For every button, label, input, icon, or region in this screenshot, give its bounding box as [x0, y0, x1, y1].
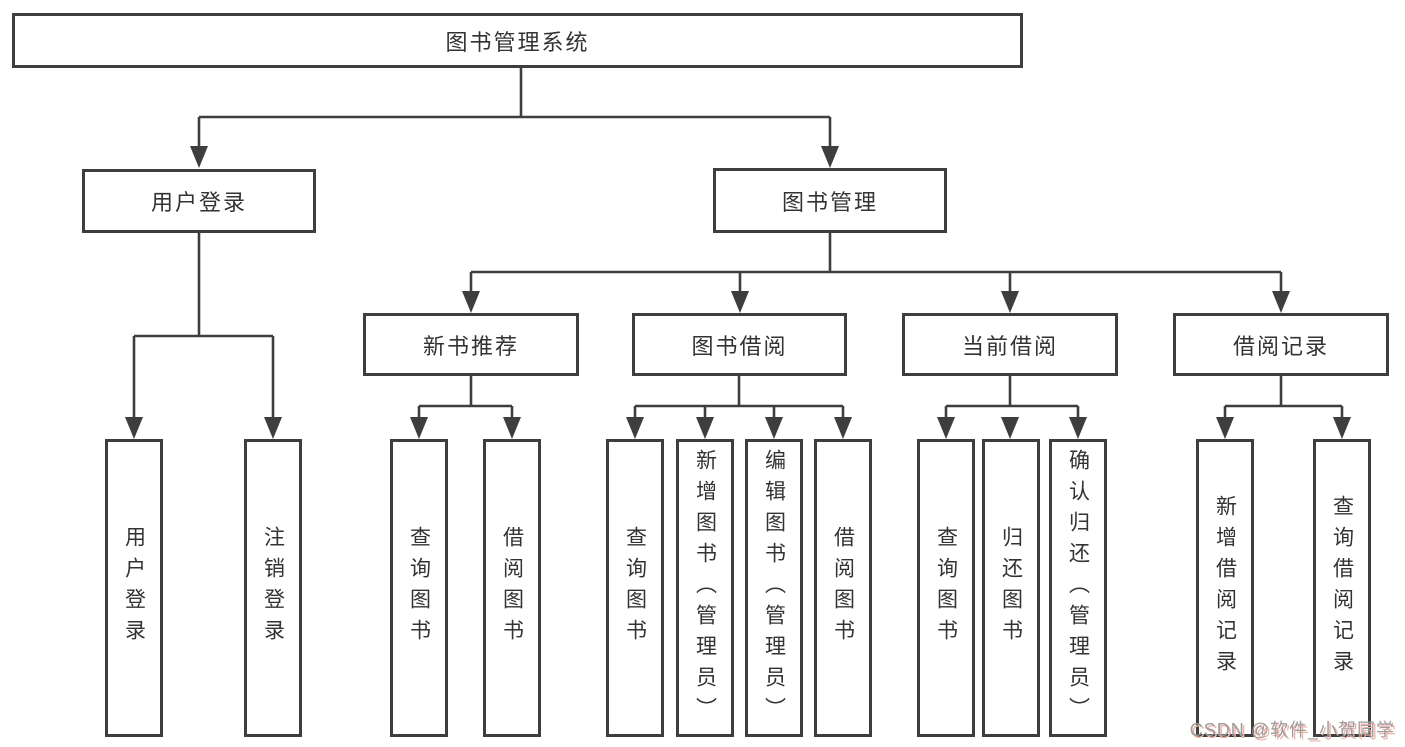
- leaf-current-confirm-return-admin: 确认归还（管理员）: [1049, 439, 1107, 737]
- node-user-login: 用户登录: [82, 169, 316, 233]
- leaf-records-add-record: 新增借阅记录: [1196, 439, 1254, 737]
- leaf-borrow-add-books-admin: 新增图书（管理员）: [676, 439, 734, 737]
- node-label: 借阅图书: [500, 526, 524, 650]
- node-book-management: 图书管理: [713, 168, 947, 233]
- node-book-borrow: 图书借阅: [632, 313, 847, 376]
- leaf-borrow-query-books: 查询图书: [606, 439, 664, 737]
- node-new-book-recommend: 新书推荐: [363, 313, 579, 376]
- arrowheads: [125, 146, 1351, 439]
- node-label: 当前借阅: [961, 333, 1058, 359]
- leaf-recommend-borrow-books: 借阅图书: [483, 439, 541, 737]
- node-label: 查询借阅记录: [1330, 495, 1354, 681]
- csdn-watermark: CSDN @软件_小贺同学: [1189, 720, 1395, 740]
- node-label: 确认归还（管理员）: [1066, 448, 1090, 728]
- node-label: 编辑图书（管理员）: [762, 448, 786, 728]
- node-label: 查询图书: [934, 526, 958, 650]
- node-label: 归还图书: [999, 526, 1023, 650]
- node-label: 查询图书: [407, 526, 431, 650]
- node-label: 用户登录: [150, 190, 247, 215]
- leaf-borrow-edit-books-admin: 编辑图书（管理员）: [745, 439, 803, 737]
- node-label: 注销登录: [261, 526, 285, 650]
- leaf-borrow-borrow-books: 借阅图书: [814, 439, 872, 737]
- node-label: 借阅图书: [831, 526, 855, 650]
- node-label: 图书管理: [781, 189, 878, 215]
- leaf-current-return-books: 归还图书: [982, 439, 1040, 737]
- node-label: 图书管理系统: [445, 29, 590, 55]
- leaf-recommend-query-books: 查询图书: [390, 439, 448, 737]
- connector-stems: [132, 67, 1344, 419]
- node-library-management-system: 图书管理系统: [12, 13, 1023, 68]
- node-borrow-records: 借阅记录: [1173, 313, 1389, 376]
- node-label: 新书推荐: [422, 333, 519, 359]
- node-label: 图书借阅: [691, 333, 788, 359]
- node-label: 用户登录: [122, 526, 146, 650]
- leaf-current-query-books: 查询图书: [917, 439, 975, 737]
- leaf-user-login: 用户登录: [105, 439, 163, 737]
- node-label: 借阅记录: [1232, 333, 1329, 359]
- node-label: 新增借阅记录: [1213, 495, 1237, 681]
- leaf-records-query-record: 查询借阅记录: [1313, 439, 1371, 737]
- node-label: 查询图书: [623, 526, 647, 650]
- node-label: 新增图书（管理员）: [693, 448, 717, 728]
- node-current-borrow: 当前借阅: [902, 313, 1118, 376]
- leaf-logout-login: 注销登录: [244, 439, 302, 737]
